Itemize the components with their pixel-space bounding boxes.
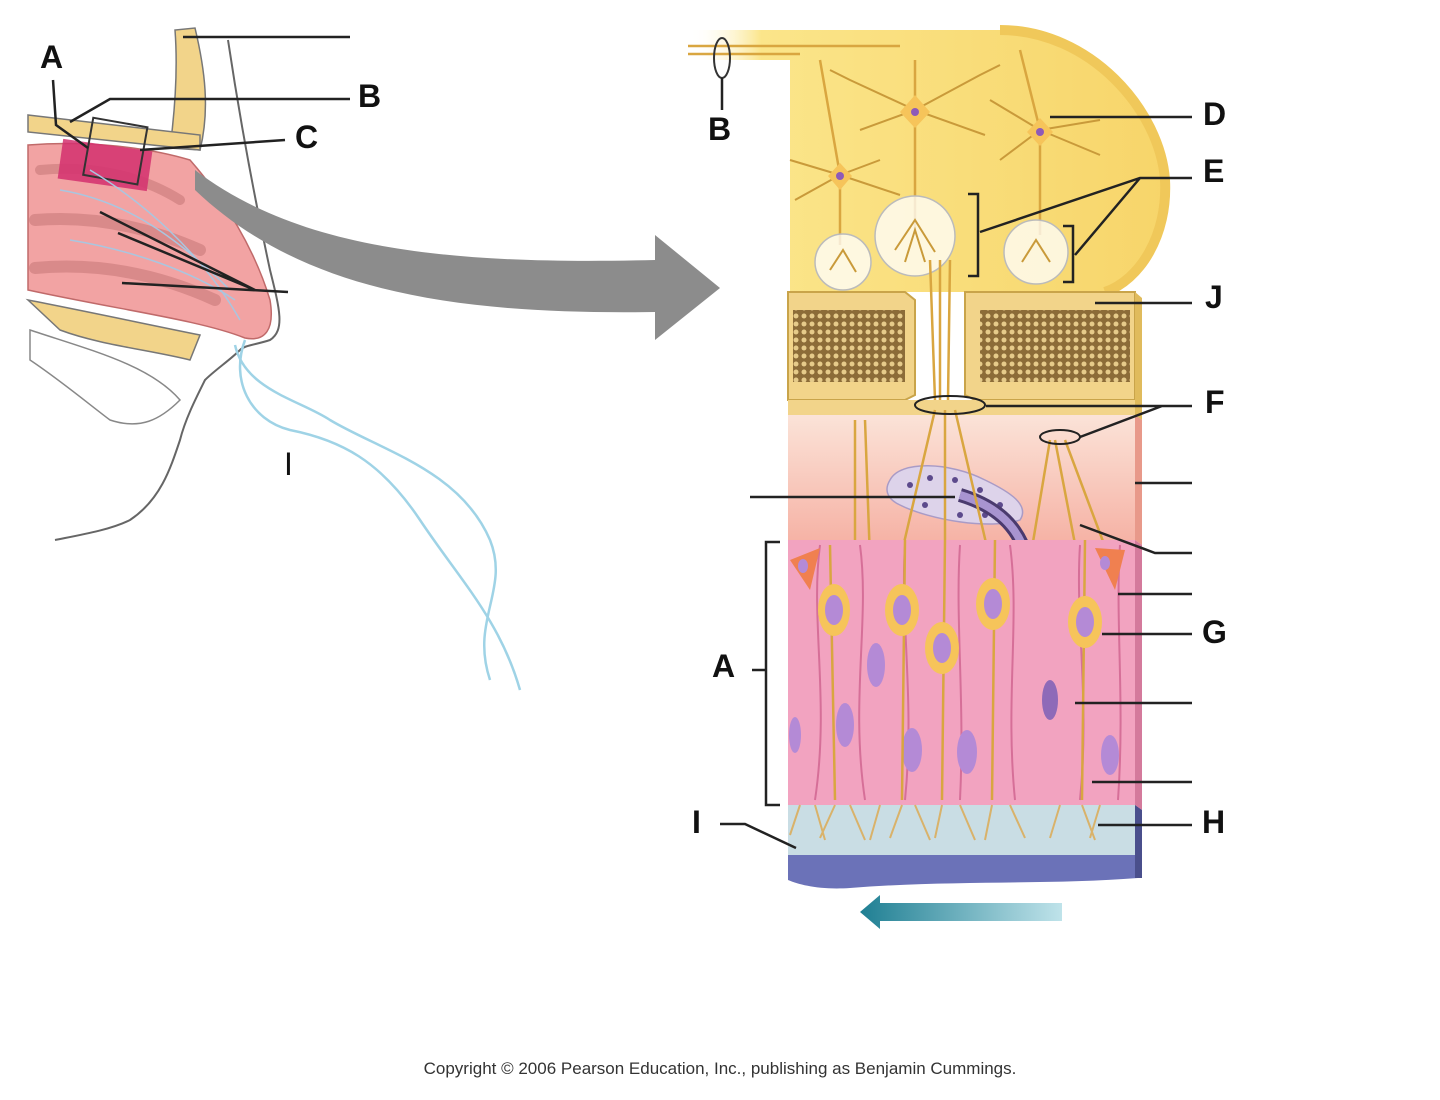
label-a: A xyxy=(712,648,735,684)
left-leader-a xyxy=(51,79,89,150)
airflow-strand-1 xyxy=(238,339,522,691)
left-leader-b xyxy=(69,97,350,124)
olfactory-detail: B D E J F G A I H xyxy=(688,25,1227,929)
right-label-b: B xyxy=(708,111,731,147)
left-label-a: A xyxy=(40,39,63,75)
spongy-bone-left xyxy=(793,310,905,382)
label-j: J xyxy=(1205,279,1223,315)
leader-i xyxy=(720,822,797,850)
maxilla xyxy=(29,328,182,425)
axon-bundle xyxy=(928,259,952,401)
e-bracket-1 xyxy=(968,192,980,278)
supporting-cell-borders xyxy=(814,544,1122,801)
left-leader-c xyxy=(139,138,286,152)
copyright-notice: Copyright © 2006 Pearson Education, Inc.… xyxy=(424,1059,1017,1078)
label-i: I xyxy=(692,804,701,840)
foramen-ring-1 xyxy=(914,395,986,415)
left-label-c: C xyxy=(295,119,318,155)
plate-base xyxy=(788,400,1135,415)
airflow-strand-2 xyxy=(233,344,497,681)
label-d: D xyxy=(1203,96,1226,132)
left-label-b: B xyxy=(358,78,381,114)
mucosa-base xyxy=(788,855,1138,889)
mucus-layer xyxy=(788,805,1135,855)
airflow-arrow xyxy=(860,895,1062,929)
zoom-arrow xyxy=(195,170,720,340)
olfactory-receptor-cells xyxy=(818,539,1102,801)
leader-f xyxy=(986,404,1192,439)
left-label-i: I xyxy=(284,446,293,482)
left-leader-nasal xyxy=(99,210,289,294)
mitral-cells xyxy=(789,49,1101,245)
label-g: G xyxy=(1202,614,1227,650)
olfactory-tract-fibers xyxy=(688,44,900,56)
leader-blank-2 xyxy=(1079,523,1192,555)
glomeruli xyxy=(814,195,1069,291)
e-bracket-2 xyxy=(1063,224,1075,284)
cribriform-plate-left xyxy=(27,114,201,151)
leader-e xyxy=(979,176,1192,256)
hard-palate xyxy=(25,298,202,361)
bulb-rim xyxy=(999,25,1171,297)
glomerulus-3 xyxy=(1003,219,1069,285)
a-bracket xyxy=(752,540,780,807)
label-e: E xyxy=(1203,153,1224,189)
zoom-box xyxy=(82,116,149,186)
spongy-bone-right xyxy=(980,310,1130,382)
label-f: F xyxy=(1205,384,1225,420)
label-h: H xyxy=(1202,804,1225,840)
glomerulus-2 xyxy=(874,195,956,277)
glomerulus-1 xyxy=(814,233,872,291)
olfactory-region xyxy=(57,138,153,192)
supporting-cell-nuclei xyxy=(789,643,1119,775)
head-sagittal-view: A B C I xyxy=(25,27,522,691)
concha-inferior xyxy=(29,260,221,306)
olfactory-cilia xyxy=(789,804,1101,841)
